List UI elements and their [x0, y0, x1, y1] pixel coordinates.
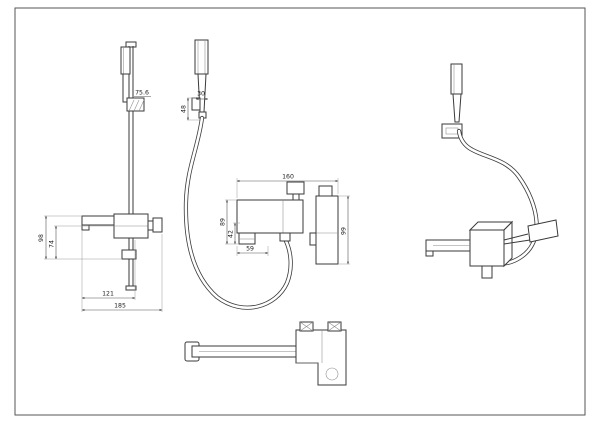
drawing-border	[14, 7, 586, 416]
perspective-view	[425, 63, 559, 279]
shower-head	[194, 39, 209, 75]
bracket-body	[126, 97, 145, 112]
dim-48-label: 48	[181, 105, 188, 113]
spout	[81, 215, 115, 226]
handle-top	[318, 185, 333, 197]
handle-stem-line	[503, 239, 531, 245]
dim-89-label: 89	[220, 218, 227, 226]
mixer-front	[236, 181, 305, 245]
dim-59-label: 59	[246, 246, 254, 253]
handle-stem-line	[503, 233, 529, 241]
dim-99-label: 99	[341, 227, 348, 235]
hose-inner	[184, 116, 292, 309]
dim-30-label: 30	[197, 91, 205, 98]
handle-cross	[299, 321, 314, 332]
mixer-side	[81, 213, 163, 260]
dimension-height-42: 42	[228, 222, 240, 245]
shower-holder	[441, 123, 463, 139]
handle-knob	[286, 181, 305, 195]
shower-hose-front	[183, 115, 293, 310]
dimension-height-74: 74	[49, 225, 114, 260]
hatch-line	[133, 99, 140, 112]
mixer-body	[236, 199, 304, 234]
dimension-width-160: 160	[236, 174, 339, 198]
dim-185-label: 185	[114, 303, 126, 310]
handle-plate	[527, 219, 559, 243]
spout-outlet	[425, 250, 434, 257]
handle-plan-left	[299, 321, 314, 332]
shower-holder	[191, 97, 201, 111]
hatch-line	[128, 99, 135, 112]
spout-front	[238, 232, 256, 245]
dimension-holder-48: 48	[181, 97, 200, 121]
bottom-view	[184, 321, 347, 386]
hatch-line	[138, 99, 145, 112]
handle-stem	[292, 193, 300, 201]
slide-bar-bottom-cap	[125, 285, 137, 291]
mixer-side-silhouette	[309, 185, 339, 265]
hand-shower-side	[120, 46, 131, 103]
side-view: 75.6 98 74 121	[38, 41, 163, 312]
shower-head	[450, 63, 463, 95]
dimension-length-185: 185	[81, 234, 163, 312]
side-body	[315, 195, 339, 265]
hose-outlet	[279, 232, 291, 242]
dimension-spout-59: 59	[236, 246, 269, 256]
dimension-bracket-width: 75.6	[134, 90, 151, 97]
handle-knob	[152, 217, 163, 233]
diverter-block	[121, 249, 137, 260]
slider-bracket	[126, 97, 145, 112]
bottom-outlet	[481, 265, 493, 279]
dim-42-label: 42	[228, 230, 235, 238]
dimension-height-89: 89	[220, 199, 239, 245]
shower-handle	[122, 73, 130, 103]
dim-98-label: 98	[38, 234, 45, 242]
handle-stem	[147, 220, 154, 231]
shower-head	[120, 46, 131, 75]
front-view: 30 48	[181, 39, 350, 310]
handle-cross	[327, 321, 342, 332]
dimension-side-99: 99	[338, 195, 350, 265]
dim-160-label: 160	[282, 174, 294, 181]
mixer-body-plan	[295, 329, 347, 386]
dimension-handle-30: 30	[195, 91, 209, 101]
dim-74-label: 74	[49, 240, 56, 248]
body-front-face	[469, 229, 505, 267]
dimension-reach-121: 121	[81, 231, 136, 312]
dim-75-6-label: 75.6	[135, 90, 149, 97]
mixer-perspective	[425, 219, 559, 279]
spout-outlet	[81, 224, 90, 231]
side-spout	[309, 232, 317, 246]
hand-shower-front	[191, 39, 209, 119]
dim-121-label: 121	[102, 291, 114, 298]
hand-shower-perspective	[441, 63, 463, 139]
handle-plan-right	[327, 321, 342, 332]
connection-circle	[325, 367, 339, 381]
slide-bar-top-cap	[125, 41, 137, 48]
shower-handle	[452, 93, 462, 123]
